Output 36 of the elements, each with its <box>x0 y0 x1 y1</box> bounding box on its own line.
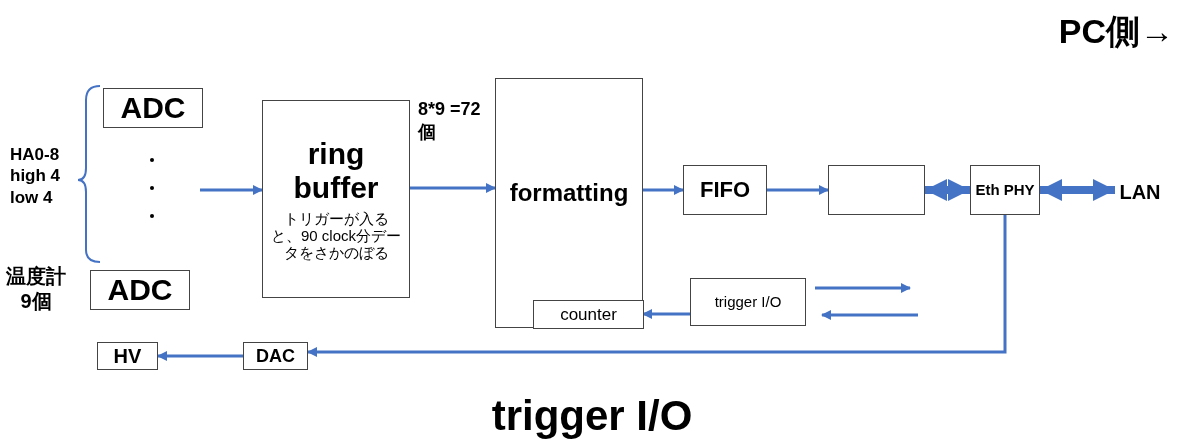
caption: trigger I/O <box>490 392 694 440</box>
node-label: ring buffer <box>292 136 380 206</box>
process-box <box>243 342 308 370</box>
arrow <box>642 309 690 319</box>
process-box <box>495 78 643 328</box>
node-label: formatting <box>509 179 629 207</box>
node-label: counter <box>560 304 617 325</box>
process-box <box>262 100 410 298</box>
node-label: DAC <box>256 345 295 367</box>
process-box <box>683 165 767 215</box>
description-text: トリガーが入ると、90 clock分データをさかのぼる <box>270 209 402 262</box>
process-box <box>97 342 158 370</box>
node-caption: 温度計 9個 <box>5 264 67 314</box>
process-box <box>103 88 203 128</box>
node-label: Eth PHY <box>975 181 1035 199</box>
process-box <box>90 270 190 310</box>
node-label: LAN <box>1119 180 1161 204</box>
arrow <box>307 215 1007 357</box>
arrow <box>157 351 243 361</box>
arrow <box>925 179 970 201</box>
process-box <box>970 165 1040 215</box>
side-label: PC側→ <box>1058 11 1174 52</box>
node-label: HV <box>113 344 142 368</box>
node-label: trigger I/O <box>714 293 782 311</box>
arrow <box>410 183 496 193</box>
arrow <box>643 185 684 195</box>
process-box <box>533 300 644 329</box>
node-label: FIFO <box>699 177 751 203</box>
arrow <box>200 185 263 195</box>
node-label: ADC <box>107 272 173 308</box>
channel-label: HA0-8 high 4 low 4 <box>10 144 62 208</box>
node-label: ADC <box>120 90 186 126</box>
empty-box <box>828 165 925 215</box>
edge-label: 8*9 =72個 <box>418 98 482 143</box>
process-box <box>690 278 806 326</box>
arrow <box>767 185 829 195</box>
